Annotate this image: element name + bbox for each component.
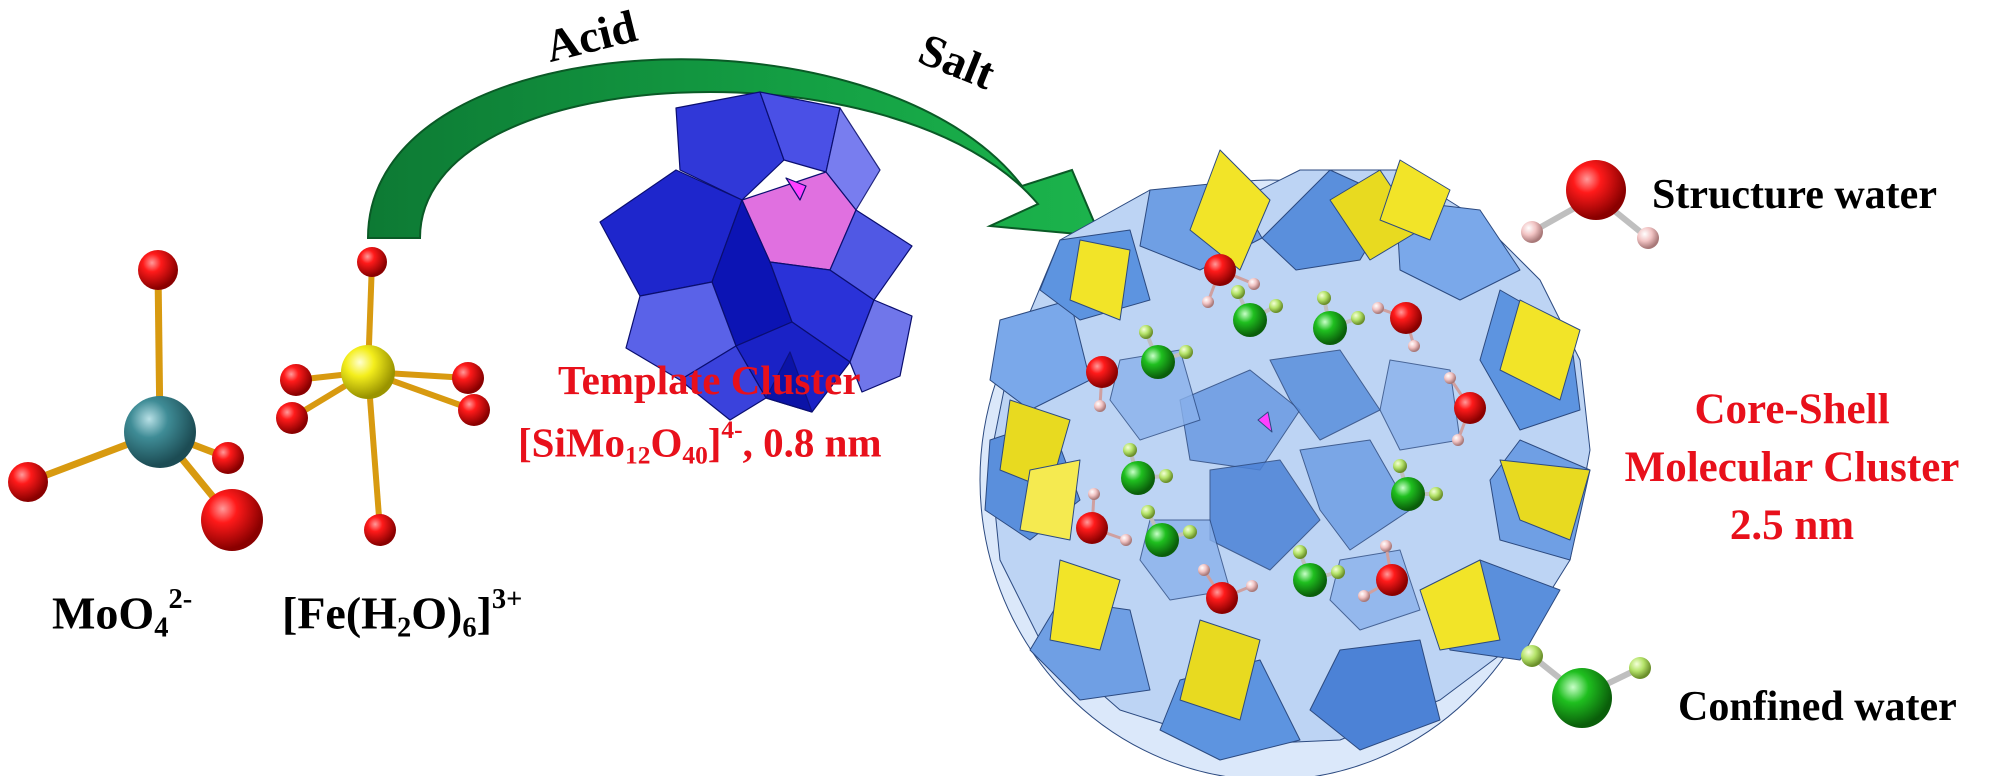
iron-aqua-complex xyxy=(276,247,490,546)
molybdate-formula-charge: 2- xyxy=(168,584,193,615)
molybdate-label: MoO42- xyxy=(52,584,193,644)
molybdate-ion xyxy=(8,250,263,551)
template-formula-open: [SiMo xyxy=(518,419,626,466)
iron-formula-sub2: 6 xyxy=(462,612,477,644)
template-size: , 0.8 nm xyxy=(742,419,882,466)
iron-formula-close: ] xyxy=(476,587,492,639)
template-formula-charge: 4- xyxy=(721,416,743,444)
iron-formula-charge: 3+ xyxy=(491,584,523,615)
cluster-water-molecules xyxy=(1076,254,1486,614)
template-cluster-title: Template Cluster xyxy=(558,357,861,403)
product-label-line3: 2.5 nm xyxy=(1729,502,1855,549)
template-cluster xyxy=(599,91,913,421)
molybdate-formula-sub: 4 xyxy=(154,612,169,644)
iron-formula-sub1: 2 xyxy=(396,612,412,644)
legend-confined-water: Confined water xyxy=(1678,684,1957,730)
template-formula-o: O xyxy=(650,419,683,466)
molybdate-formula-base: MoO xyxy=(52,587,155,639)
iron-complex-label: [Fe(H2O)6]3+ xyxy=(282,584,523,644)
iron-formula-mid: O) xyxy=(411,587,463,639)
core-shell-cluster xyxy=(979,149,1591,781)
template-formula-sub2: 40 xyxy=(682,441,708,470)
legend-structure-water: Structure water xyxy=(1652,172,1937,218)
iron-formula-open: [Fe(H xyxy=(282,587,397,639)
confined-water-icon xyxy=(1521,645,1651,728)
product-label-line2: Molecular Cluster xyxy=(1624,444,1960,491)
template-formula-sub1: 12 xyxy=(625,441,651,470)
reaction-arrow xyxy=(366,58,1102,239)
template-formula-close: ] xyxy=(707,419,722,466)
product-label-line1: Core-Shell xyxy=(1694,386,1890,433)
template-cluster-formula: [SiMo12O40]4-, 0.8 nm xyxy=(518,416,882,470)
structure-water-icon xyxy=(1521,160,1659,249)
